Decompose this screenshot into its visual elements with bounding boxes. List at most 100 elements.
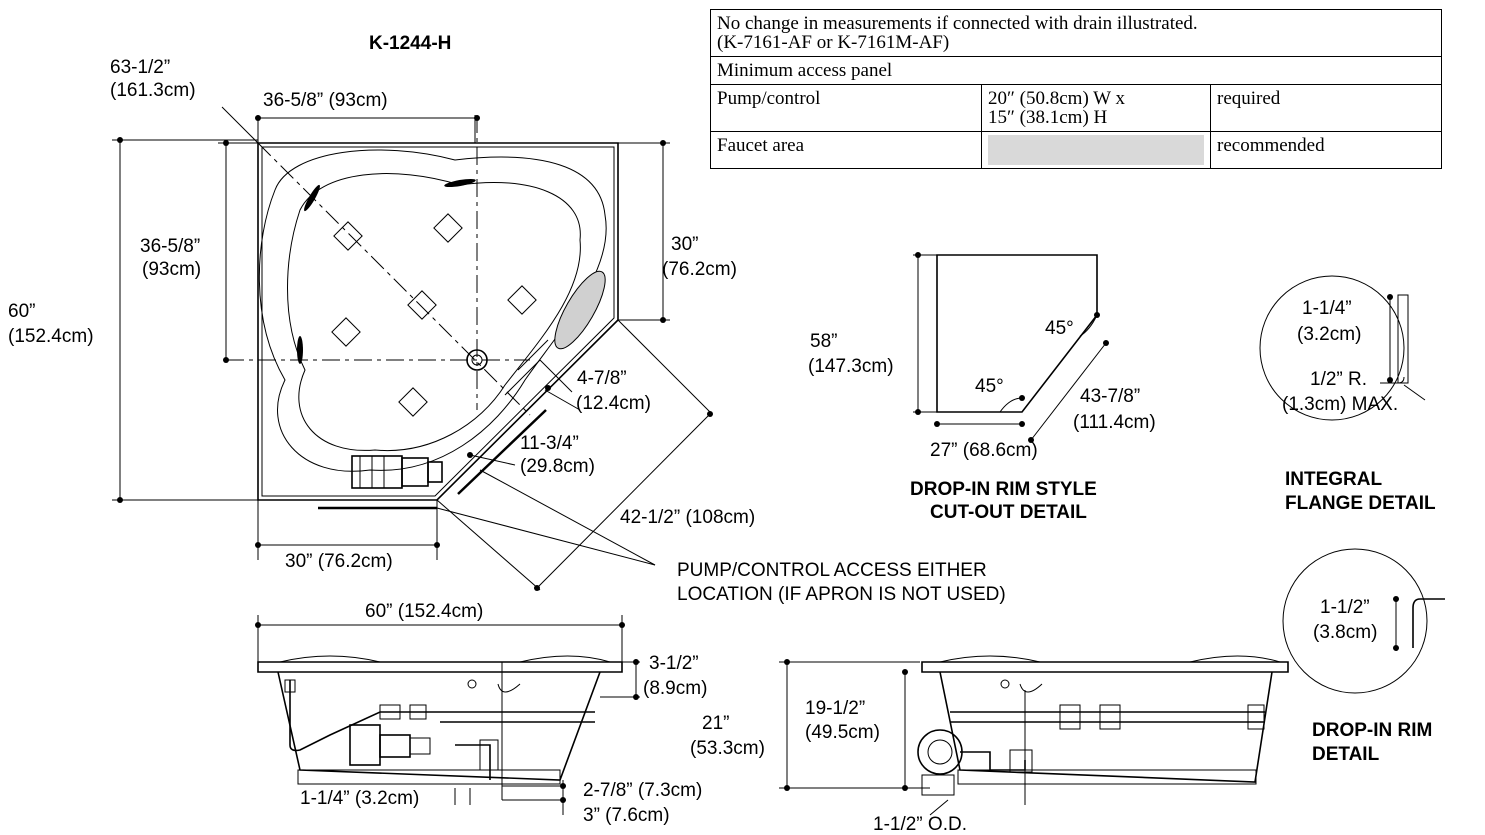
flange-caption-1: INTEGRAL bbox=[1285, 469, 1383, 490]
cutout-caption-1: DROP-IN RIM STYLE bbox=[910, 479, 1097, 500]
tub-body bbox=[277, 671, 601, 781]
basin-outer bbox=[258, 149, 607, 472]
plan-view bbox=[112, 106, 713, 591]
table-row: Minimum access panel bbox=[710, 56, 1442, 85]
front-h-in: 21” bbox=[702, 713, 729, 734]
rim-contour bbox=[279, 655, 611, 663]
drain-pipe bbox=[455, 744, 491, 780]
cutout-diag-cm: (111.4cm) bbox=[1073, 412, 1156, 433]
side-base bbox=[957, 769, 1257, 785]
cutout-height-in: 58” bbox=[810, 331, 837, 352]
cutout-diag-in: 43-7/8” bbox=[1080, 386, 1140, 407]
jet bbox=[398, 387, 428, 417]
cutout-detail bbox=[913, 252, 1109, 443]
pipe bbox=[440, 711, 595, 723]
flange-caption-2: FLANGE DETAIL bbox=[1285, 493, 1436, 514]
side-h-cm: (49.5cm) bbox=[805, 722, 880, 743]
dim-top-width: 36-5/8” (93cm) bbox=[263, 90, 388, 111]
table-cell-size: 20″ (50.8cm) W x 15″ (38.1cm) H bbox=[981, 84, 1211, 132]
grip bbox=[297, 336, 303, 364]
pipe bbox=[289, 680, 440, 752]
dim-outer-cm: (152.4cm) bbox=[8, 326, 94, 347]
cutout-height-cm: (147.3cm) bbox=[808, 356, 894, 377]
pump-cap bbox=[427, 461, 443, 483]
cutout-outline bbox=[936, 254, 1098, 413]
leader-access bbox=[436, 507, 656, 566]
overflow bbox=[467, 679, 477, 689]
table-cell-status: recommended bbox=[1210, 131, 1442, 169]
droprim-profile bbox=[1412, 598, 1445, 648]
side-rim-contour bbox=[939, 655, 1281, 663]
droprim-detail-circle bbox=[1282, 548, 1428, 694]
table-cell-label: Pump/control bbox=[710, 84, 982, 132]
dim-line-cutout-diag bbox=[1030, 342, 1107, 441]
rim bbox=[257, 661, 623, 673]
table-cell-label: Faucet area bbox=[710, 131, 982, 169]
armrest bbox=[554, 270, 606, 350]
table-min-access-cell: Minimum access panel bbox=[710, 56, 1442, 85]
droprim-detail bbox=[1282, 548, 1445, 694]
table-size-line: 15″ (38.1cm) H bbox=[988, 107, 1108, 128]
jet bbox=[433, 213, 463, 243]
dim-leader bbox=[221, 106, 259, 144]
dim-left-in: 36-5/8” bbox=[140, 236, 200, 257]
side-elevation bbox=[779, 655, 1289, 816]
jet bbox=[331, 317, 361, 347]
dim-angle-length: 42-1/2” (108cm) bbox=[620, 507, 755, 528]
jet bbox=[507, 285, 537, 315]
od-leader bbox=[929, 799, 949, 816]
table-cell-size-shaded bbox=[981, 131, 1211, 169]
dim-right-cm: (76.2cm) bbox=[662, 259, 737, 280]
jet bbox=[333, 221, 363, 251]
front-d3: 1-1/4” (3.2cm) bbox=[300, 788, 419, 809]
cutout-width: 27” (68.6cm) bbox=[930, 440, 1038, 461]
front-width: 60” (152.4cm) bbox=[365, 601, 483, 622]
jet bbox=[407, 290, 437, 320]
flange-r-cm: (1.3cm) MAX. bbox=[1282, 394, 1398, 415]
tub-outline-inner bbox=[261, 146, 615, 497]
side-pump bbox=[917, 729, 963, 775]
pump-motor bbox=[401, 457, 429, 487]
pump-motor-front bbox=[379, 734, 411, 758]
tub-base bbox=[297, 769, 561, 785]
drain-shape bbox=[497, 683, 521, 693]
droprim-caption-2: DETAIL bbox=[1312, 744, 1380, 765]
cutout-caption-2: CUT-OUT DETAIL bbox=[930, 502, 1087, 523]
basin-inner bbox=[287, 173, 581, 452]
table-cell-status: required bbox=[1210, 84, 1442, 132]
side-pipe bbox=[950, 711, 1265, 723]
table-note-cell: No change in measurements if connected w… bbox=[710, 9, 1442, 57]
dim-right-in: 30” bbox=[671, 234, 698, 255]
angle-arc bbox=[999, 397, 1023, 413]
grip bbox=[444, 178, 476, 188]
shaded-blank bbox=[988, 135, 1204, 165]
tub-outline bbox=[257, 142, 619, 501]
dim-left-cm: (93cm) bbox=[142, 259, 201, 280]
centerline-diagonal bbox=[257, 142, 531, 416]
dim-angle-a-in: 4-7/8” bbox=[577, 368, 627, 389]
spec-table: No change in measurements if connected w… bbox=[710, 9, 1442, 169]
droprim-d-cm: (3.8cm) bbox=[1313, 622, 1377, 643]
front-d1: 2-7/8” (7.3cm) bbox=[583, 780, 702, 801]
flange-detail-circle bbox=[1259, 275, 1405, 421]
dim-angle-a-cm: (12.4cm) bbox=[576, 393, 651, 414]
flange-d1-in: 1-1/4” bbox=[1302, 298, 1352, 319]
access-note-line2: LOCATION (IF APRON IS NOT USED) bbox=[677, 584, 1006, 605]
dim-bottom-width: 30” (76.2cm) bbox=[285, 551, 393, 572]
table-row: Pump/control 20″ (50.8cm) W x 15″ (38.1c… bbox=[710, 84, 1442, 132]
flange-detail bbox=[1259, 275, 1426, 421]
side-od: 1-1/2” O.D. bbox=[873, 814, 967, 835]
pump-plan bbox=[351, 455, 443, 489]
flange-wall bbox=[1397, 294, 1409, 384]
front-rim-cm: (8.9cm) bbox=[643, 678, 707, 699]
droprim-d-in: 1-1/2” bbox=[1320, 597, 1370, 618]
flange-radius bbox=[1380, 376, 1405, 384]
table-note-line: (K-7161-AF or K-7161M-AF) bbox=[717, 32, 950, 53]
jet-hatch bbox=[517, 339, 549, 371]
table-size-line: 20″ (50.8cm) W x bbox=[988, 88, 1126, 109]
table-note-line: No change in measurements if connected w… bbox=[717, 13, 1198, 34]
dim-diag-in: 63-1/2” bbox=[110, 57, 170, 78]
table-row: No change in measurements if connected w… bbox=[710, 9, 1442, 57]
front-d2: 3” (7.6cm) bbox=[583, 805, 670, 826]
